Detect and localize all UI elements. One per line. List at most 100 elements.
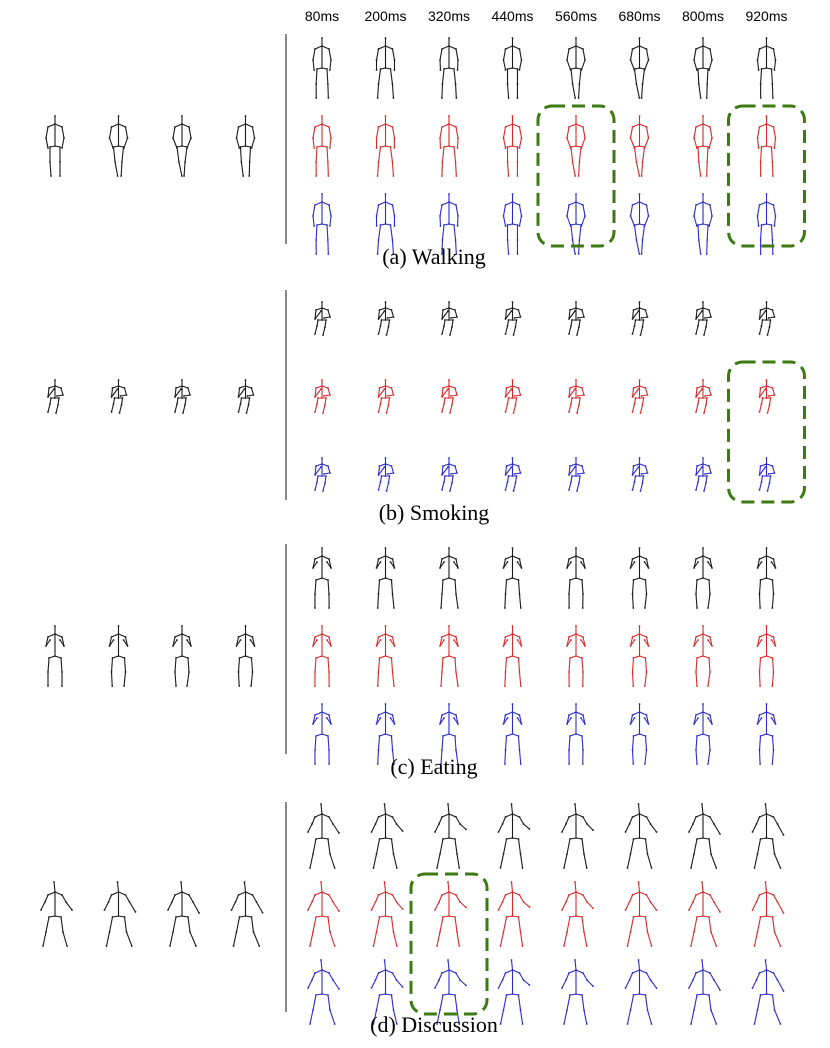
- skeleton-joint: [645, 714, 648, 716]
- skeleton-joint: [709, 126, 711, 128]
- skeleton-joint: [391, 126, 394, 128]
- skeleton-bone: [693, 838, 698, 855]
- skeleton-bone: [112, 146, 116, 163]
- skeleton-bone: [321, 993, 329, 996]
- skeleton-bone: [631, 657, 635, 673]
- skeleton-joint: [574, 959, 576, 961]
- skeleton-joint: [315, 309, 317, 311]
- skeleton-joint: [575, 201, 577, 203]
- skeleton-joint: [507, 253, 510, 255]
- skeleton-bone: [181, 891, 190, 896]
- skeleton-bone: [563, 853, 568, 869]
- skeleton-bone: [455, 558, 459, 569]
- skeleton-bone: [517, 309, 522, 318]
- skeleton-bone: [638, 633, 648, 638]
- skeleton-bone: [448, 711, 457, 716]
- skeleton-bone: [448, 45, 457, 50]
- skeleton-joint: [575, 703, 577, 705]
- skeleton-bone: [504, 45, 514, 50]
- skeleton-joint: [568, 126, 570, 128]
- skeleton-bone: [758, 325, 763, 335]
- skeleton-bone: [565, 894, 570, 903]
- ground-truth-skeleton: [312, 547, 332, 609]
- skeleton-joint: [707, 561, 709, 563]
- skeleton-joint: [703, 412, 705, 414]
- skeleton-bone: [116, 881, 120, 893]
- skeleton-joint: [54, 379, 56, 381]
- skeleton-joint: [321, 475, 323, 477]
- skeleton-joint: [692, 901, 694, 903]
- skeleton-bone: [250, 671, 254, 687]
- skeleton-bone: [504, 201, 514, 206]
- skeleton-bone: [384, 201, 394, 206]
- skeleton-bone: [766, 326, 771, 336]
- skeleton-bone: [707, 717, 713, 725]
- skeleton-joint: [378, 994, 381, 996]
- skeleton-joint: [649, 823, 652, 825]
- skeleton-joint: [563, 1023, 565, 1025]
- skeleton-joint: [638, 625, 641, 627]
- skeleton-bone: [378, 655, 387, 659]
- observed-skeleton: [45, 115, 65, 177]
- skeleton-joint: [518, 593, 521, 595]
- skeleton-bone: [629, 204, 634, 217]
- skeleton-bone: [237, 387, 241, 398]
- skeleton-joint: [117, 625, 120, 627]
- skeleton-bone: [324, 397, 327, 406]
- skeleton-joint: [765, 813, 768, 815]
- skeleton-bone: [561, 901, 567, 911]
- skeleton-bone: [751, 823, 758, 833]
- blue-prediction-skeleton: [566, 193, 586, 255]
- skeleton-bone: [504, 403, 509, 413]
- skeleton-joint: [690, 867, 692, 869]
- skeleton-bone: [566, 126, 570, 139]
- skeleton-bone: [391, 816, 398, 825]
- skeleton-joint: [583, 472, 585, 474]
- skeleton-bone: [765, 813, 775, 818]
- skeleton-joint: [701, 959, 703, 961]
- skeleton-joint: [565, 901, 567, 903]
- skeleton-bone: [391, 83, 394, 99]
- skeleton-bone: [632, 307, 641, 311]
- skeleton-joint: [759, 657, 762, 659]
- skeleton-bone: [631, 579, 635, 595]
- skeleton-bone: [441, 481, 445, 491]
- skeleton-joint: [765, 385, 768, 387]
- skeleton-joint: [110, 894, 113, 896]
- skeleton-bone: [581, 309, 585, 318]
- skeleton-joint: [584, 723, 586, 725]
- timestamp-label: 920ms: [745, 8, 787, 24]
- skeleton-joint: [582, 972, 584, 974]
- skeleton-joint: [393, 763, 395, 765]
- skeleton-joint: [637, 803, 640, 805]
- skeleton-joint: [329, 931, 331, 933]
- skeleton-bone: [55, 404, 59, 414]
- skeleton-bone: [771, 465, 776, 474]
- skeleton-bone: [375, 916, 381, 933]
- skeleton-bone: [314, 633, 323, 638]
- skeleton-bone: [174, 123, 183, 128]
- skeleton-joint: [765, 655, 768, 657]
- skeleton-bone: [374, 972, 380, 981]
- red-prediction-skeleton: [439, 115, 459, 177]
- skeleton-bone: [696, 733, 704, 737]
- skeleton-bone: [768, 319, 772, 328]
- red-prediction-skeleton: [377, 379, 395, 414]
- skeleton-joint: [188, 126, 190, 128]
- skeleton-joint: [175, 685, 177, 687]
- skeleton-bone: [110, 671, 113, 687]
- skeleton-joint: [321, 969, 323, 971]
- skeleton-bone: [569, 655, 577, 659]
- skeleton-bone: [631, 403, 636, 413]
- skeleton-bone: [695, 387, 698, 398]
- skeleton-joint: [760, 717, 763, 719]
- skeleton-bone: [230, 901, 237, 911]
- panel-eating: (c) Eating: [45, 544, 777, 779]
- skeleton-joint: [515, 475, 518, 477]
- skeleton-joint: [54, 625, 56, 627]
- skeleton-joint: [505, 579, 508, 581]
- skeleton-bone: [776, 979, 785, 992]
- skeleton-bone: [372, 931, 378, 947]
- skeleton-joint: [581, 607, 584, 609]
- skeleton-joint: [447, 803, 449, 805]
